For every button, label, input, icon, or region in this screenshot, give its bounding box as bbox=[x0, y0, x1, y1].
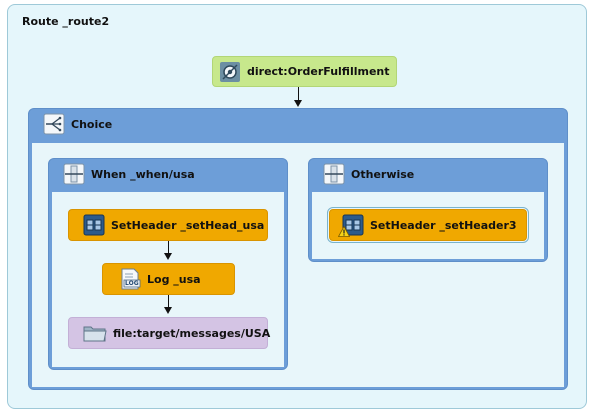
setheader-icon bbox=[337, 214, 364, 237]
connector-line bbox=[168, 241, 169, 254]
endpoint-label: direct:OrderFulfillment bbox=[247, 65, 390, 78]
otherwise-header[interactable]: Otherwise bbox=[309, 159, 547, 189]
otherwise-label: Otherwise bbox=[351, 167, 415, 181]
connector-arrow bbox=[294, 100, 302, 107]
otherwise-icon bbox=[323, 163, 345, 185]
choice-label: Choice bbox=[71, 117, 113, 131]
file-endpoint-node[interactable]: file:target/messages/USA bbox=[68, 317, 271, 349]
log-usa-label: Log _usa bbox=[147, 272, 201, 286]
route-title: Route _route2 bbox=[22, 15, 110, 28]
endpoint-icon bbox=[219, 61, 241, 83]
warning-icon bbox=[337, 225, 351, 240]
setheader3-label: SetHeader _setHeader3 bbox=[370, 218, 517, 232]
connector-arrow bbox=[164, 307, 172, 314]
setheader-usa-node[interactable]: SetHeader _setHead_usa bbox=[68, 209, 268, 241]
log-usa-node[interactable]: LOG Log _usa bbox=[102, 263, 235, 295]
file-endpoint-label: file:target/messages/USA bbox=[113, 326, 271, 340]
connector-arrow bbox=[164, 253, 172, 260]
choice-header[interactable]: Choice bbox=[29, 109, 567, 139]
when-icon bbox=[63, 163, 85, 185]
log-icon: LOG bbox=[119, 268, 141, 290]
connector-line bbox=[298, 87, 299, 101]
connector-line bbox=[168, 295, 169, 308]
setheader-usa-label: SetHeader _setHead_usa bbox=[111, 218, 265, 232]
choice-icon bbox=[43, 113, 65, 135]
when-label: When _when/usa bbox=[91, 167, 195, 181]
folder-icon bbox=[83, 322, 107, 344]
setheader3-node[interactable]: SetHeader _setHeader3 bbox=[327, 207, 529, 243]
when-header[interactable]: When _when/usa bbox=[49, 159, 287, 189]
log-badge: LOG bbox=[125, 280, 139, 287]
setheader-icon bbox=[83, 214, 105, 236]
endpoint-node[interactable]: direct:OrderFulfillment bbox=[212, 56, 397, 87]
